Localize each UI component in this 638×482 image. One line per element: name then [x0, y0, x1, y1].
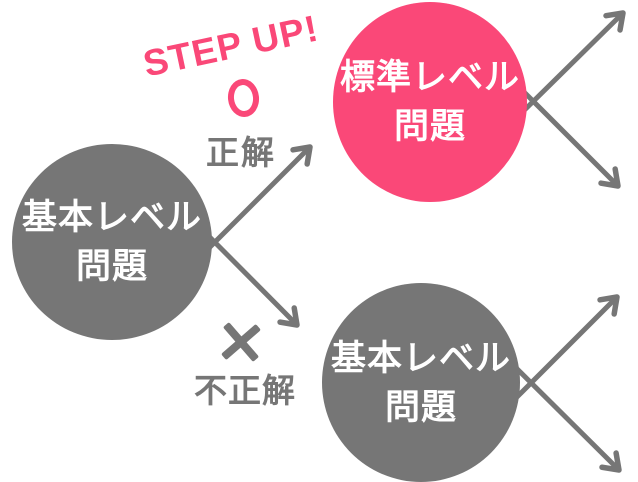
- circle-text-line1: 基本レベル: [21, 198, 202, 237]
- circle-standard-level: 標準レベル 問題: [333, 2, 527, 202]
- incorrect-label: 不正解: [194, 372, 296, 409]
- circle-basic-level-start: 基本レベル 問題: [12, 144, 212, 340]
- batsu-cross-icon: [220, 320, 263, 365]
- circle-basic-level-repeat-label: 基本レベル 問題: [331, 334, 511, 432]
- circle-text-line2: 問題: [393, 107, 466, 146]
- circle-text-line1: 標準レベル: [339, 58, 520, 97]
- circle-basic-level-repeat: 基本レベル 問題: [322, 283, 520, 482]
- circle-standard-level-label: 標準レベル 問題: [340, 53, 520, 151]
- circle-text-line2: 問題: [75, 247, 148, 286]
- circle-text-line2: 問題: [384, 387, 457, 427]
- correct-label: 正解: [206, 134, 276, 171]
- circle-basic-level-start-label: 基本レベル 問題: [22, 193, 202, 291]
- circle-text-line1: 基本レベル: [330, 338, 511, 378]
